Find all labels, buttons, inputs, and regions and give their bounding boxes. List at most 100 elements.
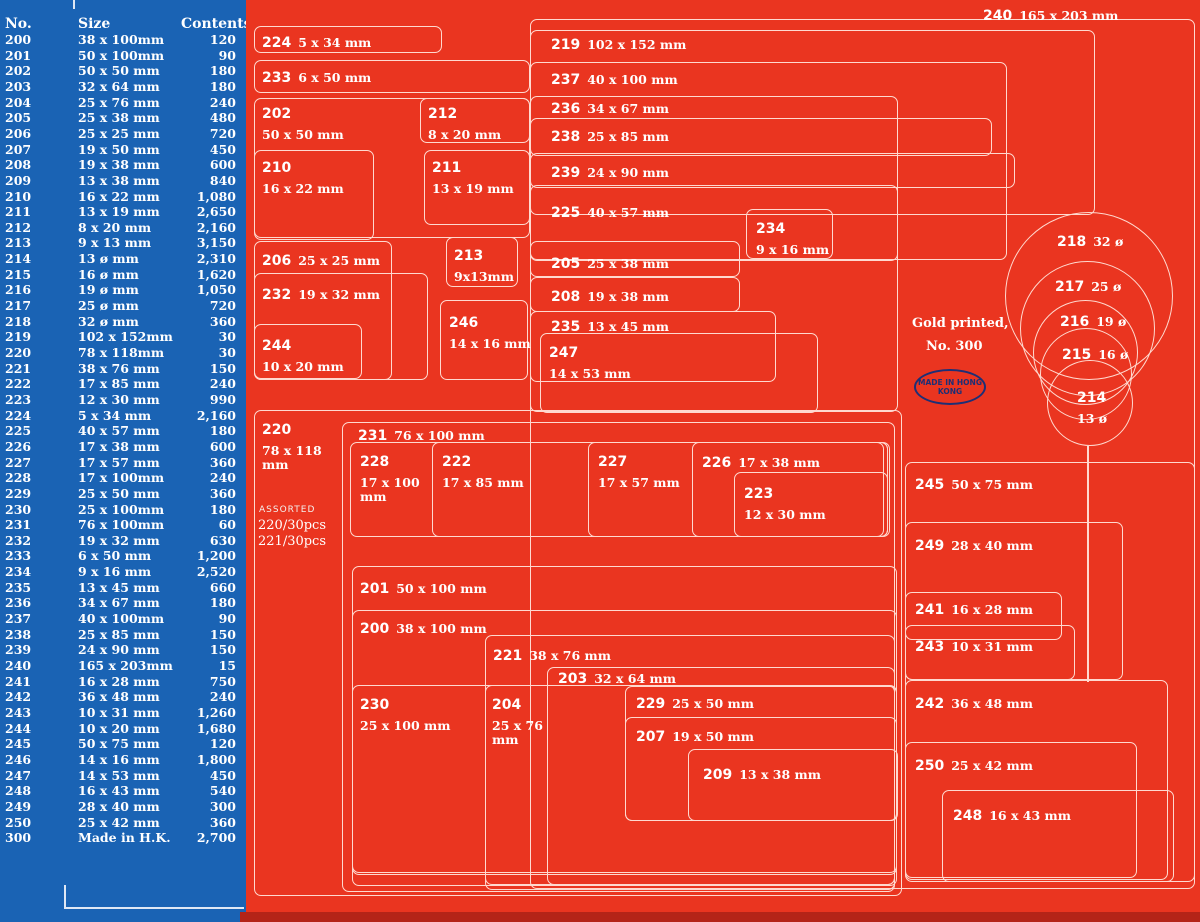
row-contents: 90 — [218, 47, 236, 63]
assorted-221: 221/30pcs — [258, 534, 327, 549]
label-number: 241 — [915, 602, 945, 618]
outline-223 — [734, 472, 888, 537]
label-size: 165 x 203 mm — [1019, 8, 1119, 23]
label-number: 214 — [1077, 390, 1107, 406]
row-size: 50 x 100mm — [78, 47, 165, 63]
outline-209 — [688, 749, 898, 821]
row-size: 5 x 34 mm — [78, 407, 152, 423]
row-number: 215 — [5, 266, 32, 282]
row-size: 14 x 16 mm — [78, 751, 160, 767]
label-size: 25 x 50 mm — [672, 696, 754, 711]
assorted-220: 220/30pcs — [258, 518, 327, 533]
label-size: 12 x 30 mm — [744, 507, 826, 523]
row-contents: 2,310 — [196, 251, 236, 267]
row-size: Made in H.K. — [78, 830, 171, 846]
row-size: 19 x 38 mm — [78, 157, 160, 173]
outline-247 — [540, 333, 818, 413]
row-size: 28 x 40 mm — [78, 798, 160, 814]
row-number: 216 — [5, 282, 32, 298]
label-size: 17 x 100 mm — [360, 475, 420, 505]
row-number: 243 — [5, 704, 32, 720]
label-number: 203 — [558, 671, 588, 687]
label-number: 206 — [262, 253, 292, 269]
row-contents: 180 — [209, 595, 236, 611]
row-number: 230 — [5, 501, 32, 517]
row-contents: 360 — [209, 485, 236, 501]
row-size: 14 x 53 mm — [78, 767, 160, 783]
outline-238 — [530, 118, 992, 156]
outline-240 — [530, 19, 1195, 889]
label-size: 19 x 32 mm — [298, 287, 380, 302]
row-contents: 180 — [209, 78, 236, 94]
label-size: 24 x 90 mm — [587, 165, 669, 180]
label-number: 225 — [551, 205, 581, 221]
row-size: 17 x 100mm — [78, 470, 165, 486]
header-size: Size — [78, 16, 111, 32]
outline-204 — [485, 685, 895, 885]
label-size: 78 x 118 mm — [262, 443, 322, 473]
label-number: 239 — [551, 165, 581, 181]
label-229: 229 25 x 50 mm — [636, 694, 754, 712]
label-size: 25 x 76 mm — [492, 718, 543, 748]
label-number: 233 — [262, 70, 292, 86]
header-no: No. — [5, 16, 32, 32]
label-size: 13 x 45 mm — [587, 319, 669, 334]
row-number: 211 — [5, 204, 32, 220]
row-contents: 1,680 — [196, 720, 236, 736]
outline-235 — [530, 311, 776, 382]
row-contents: 2,160 — [196, 219, 236, 235]
row-contents: 300 — [209, 798, 236, 814]
row-size: 17 x 85 mm — [78, 376, 160, 392]
row-size: 165 x 203mm — [78, 658, 173, 673]
label-number: 218 — [1057, 234, 1087, 250]
label-number: 209 — [703, 767, 733, 783]
row-number: 212 — [5, 219, 32, 235]
row-size: 17 x 57 mm — [78, 454, 160, 470]
row-number: 200 — [5, 32, 32, 47]
row-size: 40 x 100mm — [78, 611, 165, 627]
label-number: 229 — [636, 696, 666, 712]
row-size: 13 x 19 mm — [78, 204, 160, 220]
row-contents: 3,150 — [196, 235, 236, 251]
row-size: 25 x 50 mm — [78, 485, 160, 501]
label-number: 221 — [493, 648, 523, 664]
label-number: 248 — [953, 808, 983, 824]
row-contents: 1,080 — [196, 188, 236, 204]
outline-248 — [942, 790, 1174, 882]
row-number: 222 — [5, 376, 32, 392]
row-number: 242 — [5, 689, 32, 705]
row-size: 16 x 43 mm — [78, 783, 160, 799]
row-contents: 1,050 — [196, 282, 236, 298]
row-contents: 600 — [209, 438, 236, 454]
label-size: 28 x 40 mm — [951, 538, 1033, 553]
